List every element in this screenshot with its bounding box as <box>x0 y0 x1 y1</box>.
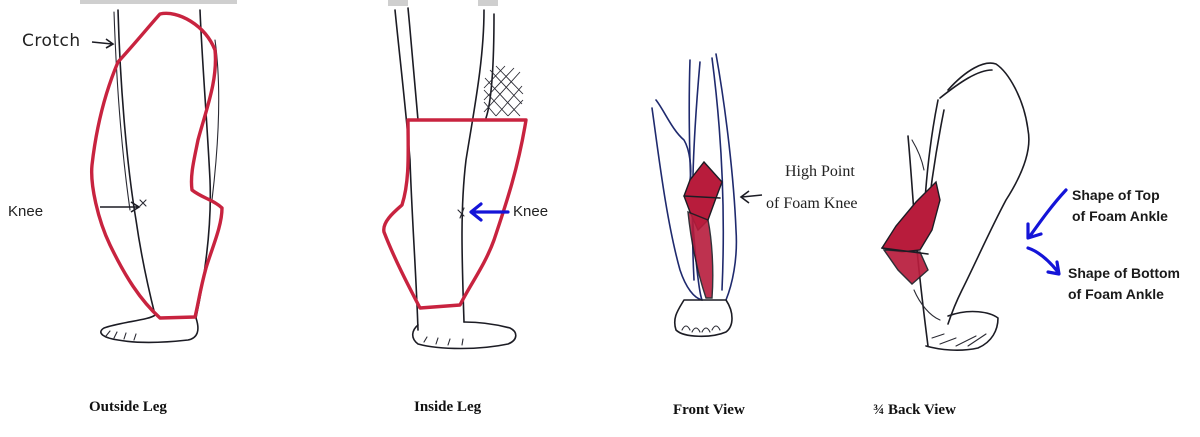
high-point-label-line1: High Point <box>785 163 855 180</box>
caption-back-view: ¾ Back View <box>873 402 956 418</box>
back-view-drawing <box>880 62 1068 351</box>
outside-leg-pattern-outline <box>89 11 224 320</box>
caption-front-view: Front View <box>673 402 745 418</box>
knee-arrow-inside <box>469 202 510 222</box>
knee-label-outside: Knee <box>8 203 44 220</box>
caption-inside-leg: Inside Leg <box>414 399 482 415</box>
caption-outside-leg: Outside Leg <box>89 399 167 415</box>
outside-leg-drawing <box>89 9 224 344</box>
top-ankle-label-line2: of Foam Ankle <box>1072 208 1168 224</box>
scan-marks <box>80 0 498 6</box>
high-point-label-line2: of Foam Knee <box>766 195 858 212</box>
inside-leg-pattern-outline <box>382 118 528 310</box>
knee-label-inside: Knee <box>513 203 549 220</box>
bottom-ankle-label-line1: Shape of Bottom <box>1068 265 1180 281</box>
back-knee-foam <box>880 180 941 253</box>
front-view-drawing <box>651 53 763 338</box>
crotch-label: Crotch <box>22 31 81 51</box>
top-ankle-label-line1: Shape of Top <box>1072 187 1160 203</box>
bottom-ankle-arrow <box>1026 246 1061 276</box>
crosshatch-area <box>483 65 524 117</box>
bottom-ankle-label-line2: of Foam Ankle <box>1068 286 1164 302</box>
inside-leg-drawing <box>382 7 528 350</box>
top-ankle-arrow <box>1026 188 1068 240</box>
